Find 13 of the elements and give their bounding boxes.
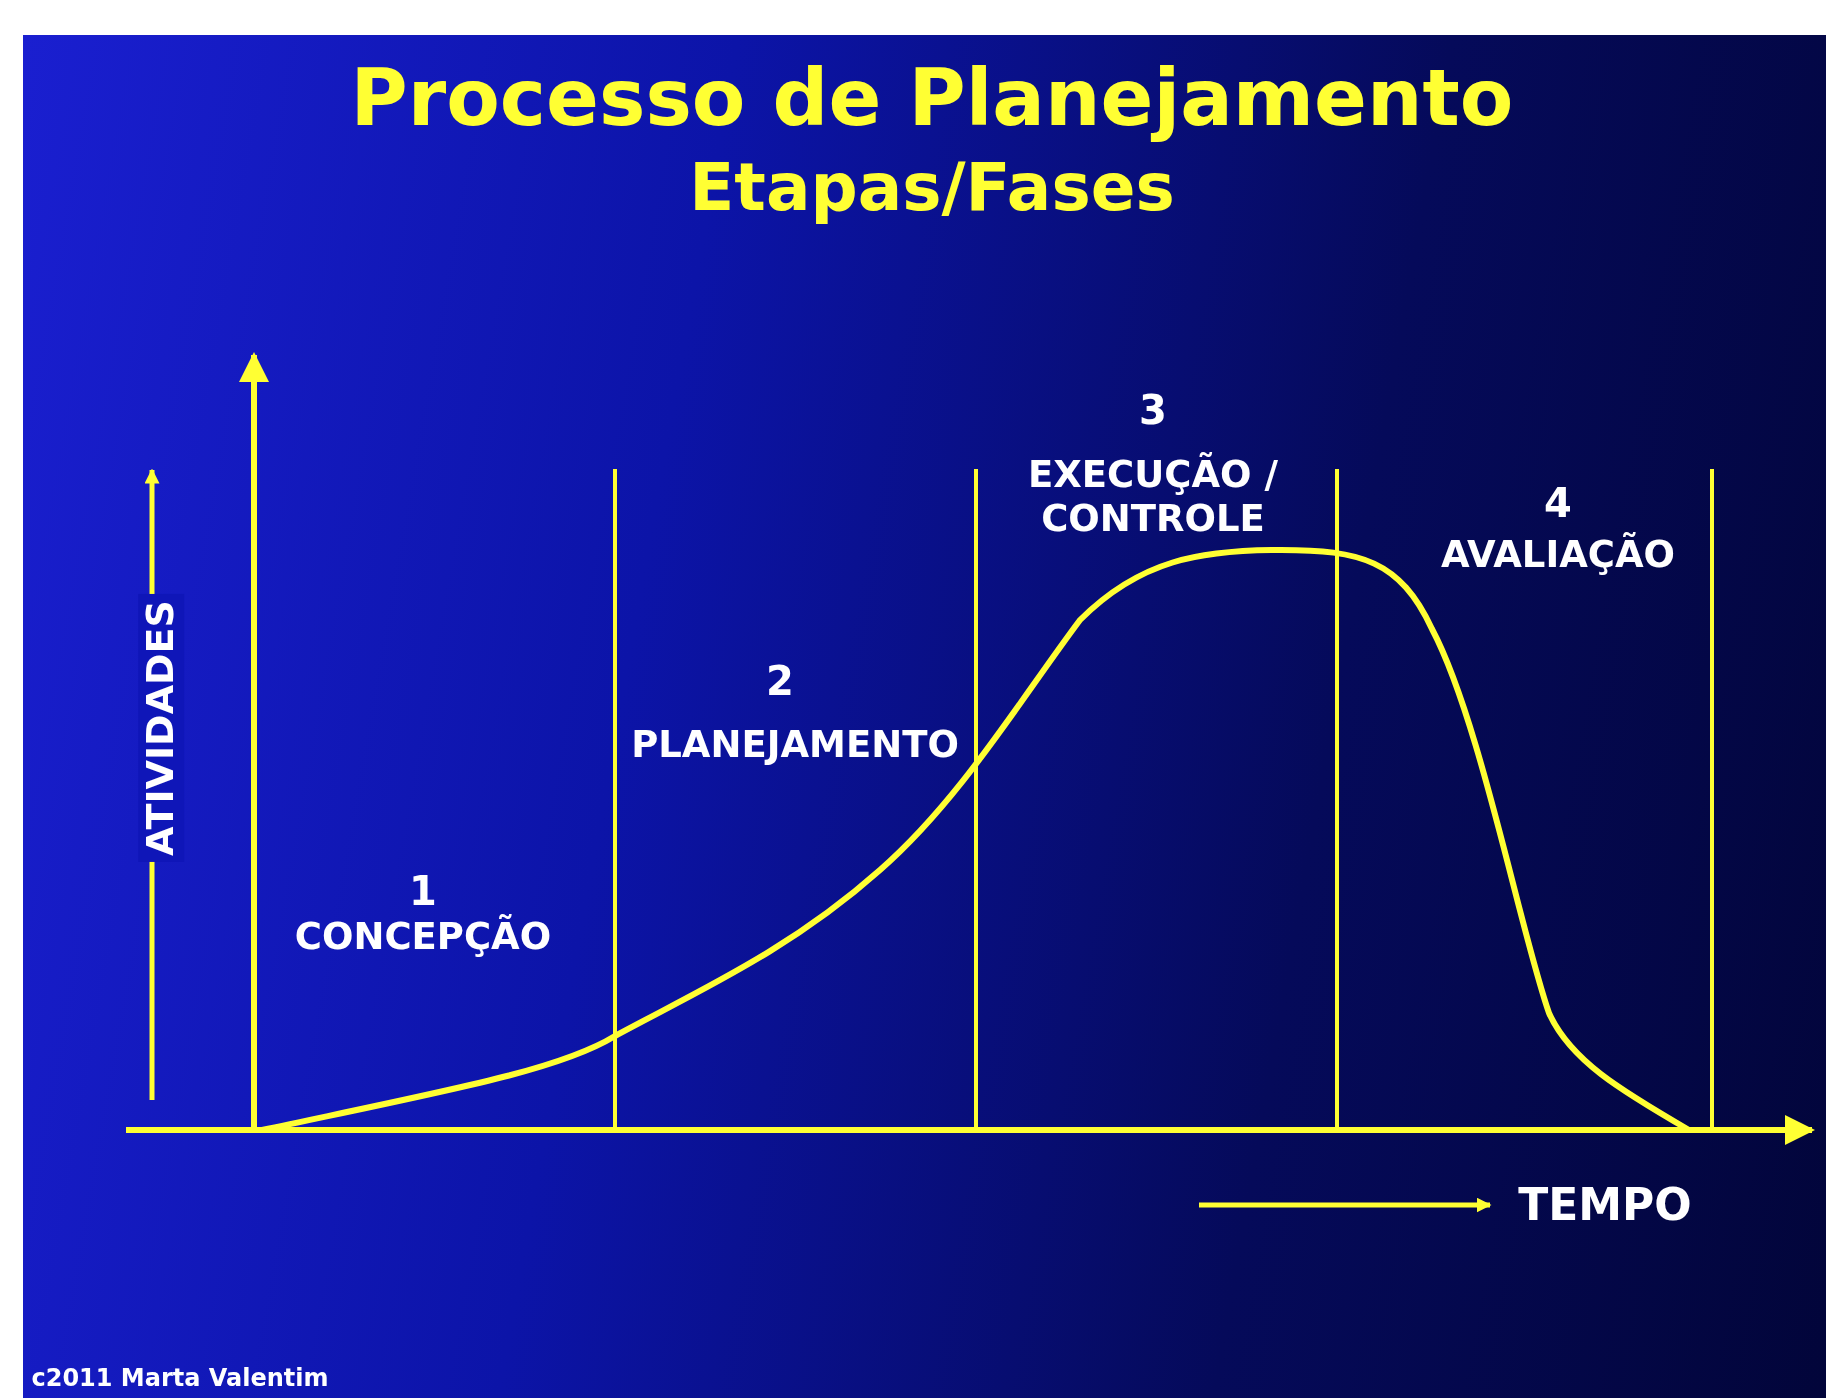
phase-number: 4 — [1544, 479, 1572, 527]
axis-label: TEMPO — [1518, 1178, 1692, 1232]
phase-number: 3 — [1139, 386, 1167, 434]
axis-label: ATIVIDADES — [138, 594, 184, 862]
phase-label: AVALIAÇÃO — [1440, 532, 1676, 578]
copyright-note: c2011 Marta Valentim — [31, 1363, 329, 1393]
phase-number: 1 — [409, 867, 437, 914]
phase-label: EXECUÇÃO / CONTROLE — [1027, 452, 1279, 542]
phase-number: 2 — [766, 657, 794, 705]
subtitle: Etapas/Fases — [689, 148, 1175, 228]
phase-label: CONCEPÇÃO — [294, 914, 552, 960]
title: Processo de Planejamento — [350, 52, 1514, 146]
phase-label: PLANEJAMENTO — [631, 722, 959, 768]
